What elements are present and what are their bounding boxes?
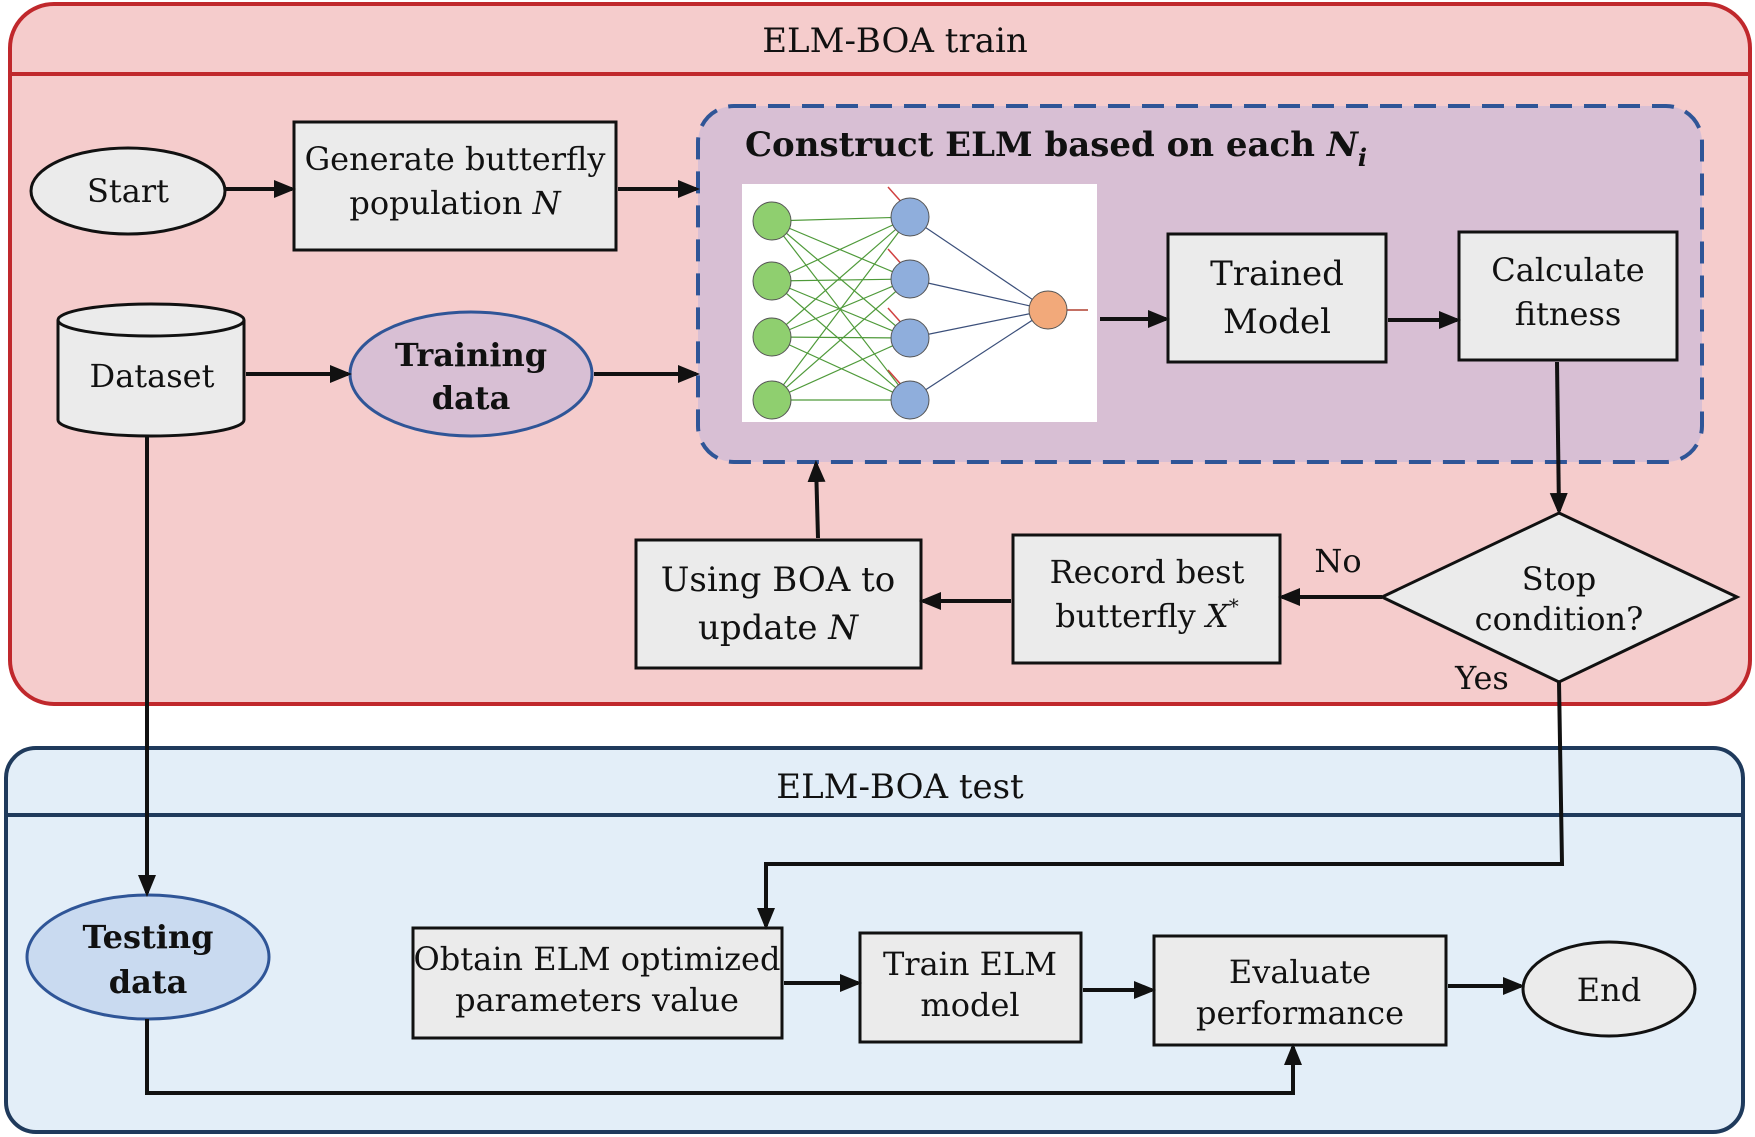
input-hidden-edge bbox=[771, 337, 911, 401]
training-data-line1: Training bbox=[395, 336, 547, 374]
connectors bbox=[138, 180, 1568, 1095]
stop-condition-line2: condition? bbox=[1475, 600, 1644, 638]
using-boa-line2: update N bbox=[698, 608, 859, 648]
input-hidden-edge bbox=[771, 280, 911, 339]
edge-label-no: No bbox=[1314, 542, 1361, 580]
arrow-testing-to-evaluate bbox=[145, 1019, 1302, 1095]
evaluate-performance-box bbox=[1152, 934, 1448, 1047]
hidden-output-edge bbox=[909, 309, 1049, 401]
record-best-line2: butterfly X* bbox=[1055, 594, 1238, 635]
start-label: Start bbox=[87, 172, 169, 210]
obtain-parameters-box bbox=[411, 926, 784, 1040]
end-label: End bbox=[1577, 971, 1641, 1009]
test-panel-title: ELM-BOA test bbox=[776, 767, 1024, 807]
trained-model-box bbox=[1166, 232, 1388, 364]
trained-model-line1: Trained bbox=[1210, 254, 1344, 294]
input-hidden-edge bbox=[771, 216, 911, 401]
hidden-neuron bbox=[890, 318, 930, 358]
generate-population-line1: Generate butterfly bbox=[305, 140, 606, 178]
arrow-fitness-to-stop bbox=[1549, 361, 1568, 515]
training-data-ellipse bbox=[348, 310, 594, 438]
edge-label-yes: Yes bbox=[1454, 659, 1509, 697]
hidden-neuron bbox=[890, 259, 930, 299]
calculate-fitness-line1: Calculate bbox=[1491, 251, 1644, 289]
dataset-label: Dataset bbox=[90, 357, 215, 395]
calculate-fitness-box bbox=[1457, 230, 1679, 362]
input-hidden-edge bbox=[771, 336, 911, 339]
using-boa-line1: Using BOA to bbox=[661, 560, 895, 600]
testing-data-line2: data bbox=[109, 963, 188, 1001]
train-panel-title: ELM-BOA train bbox=[762, 21, 1028, 61]
network-edges bbox=[771, 186, 1088, 401]
generate-population-box bbox=[292, 120, 618, 252]
arrow-boa-to-elm bbox=[807, 460, 826, 539]
input-neuron bbox=[752, 317, 792, 357]
input-hidden-edge bbox=[771, 220, 911, 401]
obtain-parameters-line2: parameters value bbox=[455, 981, 739, 1019]
record-best-line1: Record best bbox=[1050, 553, 1245, 591]
stop-condition-line1: Stop bbox=[1522, 560, 1597, 598]
evaluate-performance-line2: performance bbox=[1196, 994, 1404, 1032]
train-elm-line1: Train ELM bbox=[883, 945, 1057, 983]
input-neuron bbox=[752, 261, 792, 301]
hidden-neuron bbox=[890, 197, 930, 237]
hidden-output-edge bbox=[909, 309, 1049, 339]
elm-region-title: Construct ELM based on each Ni bbox=[745, 125, 1367, 172]
input-hidden-edge bbox=[771, 278, 911, 282]
input-hidden-edge bbox=[771, 216, 911, 282]
obtain-parameters-line1: Obtain ELM optimized bbox=[414, 940, 781, 978]
output-neuron bbox=[1028, 290, 1068, 330]
arrow-stop-yes-to-obtain bbox=[757, 681, 1565, 930]
train-elm-line2: model bbox=[920, 986, 1019, 1024]
train-elm-box bbox=[858, 931, 1083, 1044]
input-hidden-edge bbox=[771, 278, 911, 401]
using-boa-box bbox=[634, 538, 923, 670]
calculate-fitness-line2: fitness bbox=[1515, 295, 1622, 333]
input-hidden-edge bbox=[771, 280, 911, 401]
input-hidden-edge bbox=[771, 216, 911, 222]
hidden-neuron bbox=[890, 380, 930, 420]
testing-data-line1: Testing bbox=[82, 918, 213, 956]
input-hidden-edge bbox=[771, 220, 911, 280]
neural-network-diagram bbox=[742, 184, 1097, 422]
input-neuron bbox=[752, 380, 792, 420]
evaluate-performance-line1: Evaluate bbox=[1229, 953, 1371, 991]
record-best-box bbox=[1011, 533, 1282, 665]
hidden-output-edge bbox=[909, 278, 1049, 311]
trained-model-line2: Model bbox=[1223, 302, 1331, 342]
input-hidden-edge bbox=[771, 216, 911, 338]
network-nodes bbox=[752, 197, 1068, 420]
generate-population-line2: population N bbox=[349, 184, 561, 222]
training-data-line2: data bbox=[432, 379, 511, 417]
dataset-cylinder bbox=[56, 302, 246, 438]
hidden-output-edge bbox=[909, 216, 1049, 311]
input-neuron bbox=[752, 201, 792, 241]
